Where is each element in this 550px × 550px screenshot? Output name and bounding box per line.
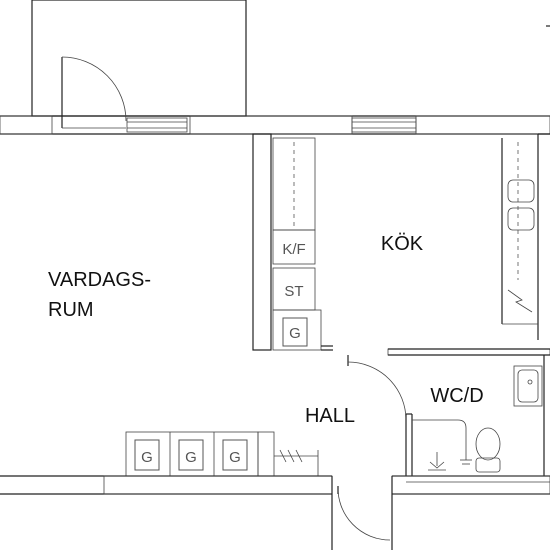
fridge-freezer-label: K/F (282, 241, 305, 258)
bottom-wall (0, 475, 550, 550)
wardrobe-3-label: G (229, 449, 241, 466)
balcony-door (61, 56, 127, 129)
kitchen-cabinet (282, 317, 308, 347)
bathroom-sink (513, 365, 543, 407)
wardrobe-1-label: G (141, 449, 153, 466)
shower-rail (412, 419, 472, 465)
living-room-label-line1: VARDAGS- (48, 269, 151, 291)
kitchen-label: KÖK (381, 233, 424, 255)
kitchen-sink-counter (501, 25, 550, 340)
wardrobe-2 (178, 439, 204, 471)
window-living (126, 117, 188, 133)
bathroom-label: WC/D (430, 385, 483, 407)
living-room-label-line2: RUM (48, 299, 94, 321)
floor-drain-icon (428, 452, 446, 471)
hall-door (347, 355, 407, 421)
kitchen-counter (272, 137, 333, 351)
window-kitchen (351, 117, 417, 133)
kitchen-cabinet-label: G (289, 325, 301, 342)
balcony (31, 0, 247, 117)
bathroom-walls (405, 355, 545, 476)
top-wall (0, 115, 550, 135)
stove-label: ST (284, 283, 303, 300)
wardrobe-3 (222, 439, 248, 471)
kitchen-bath-wall (387, 348, 550, 356)
wardrobe-1 (134, 439, 160, 471)
hall-label: HALL (305, 405, 355, 427)
hall-closet (257, 431, 319, 477)
wardrobe-2-label: G (185, 449, 197, 466)
entrance-door (337, 485, 391, 541)
living-kitchen-wall (252, 133, 272, 351)
toilet (475, 427, 501, 473)
